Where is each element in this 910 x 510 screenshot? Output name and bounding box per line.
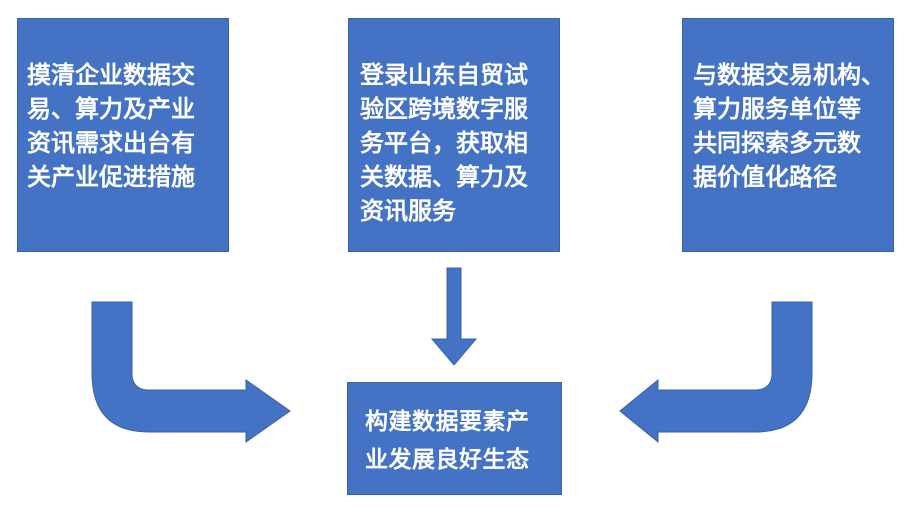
step-right-line-4: 据价值化路径 bbox=[693, 163, 837, 191]
right-curved-arrow-icon bbox=[619, 301, 813, 444]
step-right-line-1: 与数据交易机构、 bbox=[693, 61, 885, 89]
step-left-line-2: 易、算力及产业 bbox=[27, 95, 195, 123]
step-box-center: 登录山东自贸试 验区跨境数字服 务平台，获取相 关数据、算力及 资讯服务 bbox=[348, 18, 560, 252]
step-right-line-3: 共同探索多元数 bbox=[693, 129, 861, 157]
step-center-line-1: 登录山东自贸试 bbox=[360, 61, 528, 89]
step-center-line-3: 务平台，获取相 bbox=[360, 129, 528, 157]
step-box-right: 与数据交易机构、 算力服务单位等 共同探索多元数 据价值化路径 bbox=[682, 18, 894, 252]
result-line-1: 构建数据要素产 bbox=[365, 409, 530, 435]
step-right-line-2: 算力服务单位等 bbox=[693, 95, 861, 123]
left-curved-arrow-icon bbox=[91, 301, 291, 443]
result-box: 构建数据要素产 业发展良好生态 bbox=[347, 382, 562, 495]
step-center-line-2: 验区跨境数字服 bbox=[360, 95, 528, 123]
step-center-line-5: 资讯服务 bbox=[360, 197, 456, 225]
step-center-line-4: 关数据、算力及 bbox=[360, 163, 528, 191]
step-left-line-1: 摸清企业数据交 bbox=[27, 61, 195, 89]
step-left-line-4: 关产业促进措施 bbox=[27, 163, 195, 191]
center-down-arrow-icon bbox=[430, 267, 478, 366]
step-left-line-3: 资讯需求出台有 bbox=[27, 129, 195, 157]
step-box-left: 摸清企业数据交 易、算力及产业 资讯需求出台有 关产业促进措施 bbox=[17, 18, 229, 252]
result-line-2: 业发展良好生态 bbox=[365, 447, 530, 473]
